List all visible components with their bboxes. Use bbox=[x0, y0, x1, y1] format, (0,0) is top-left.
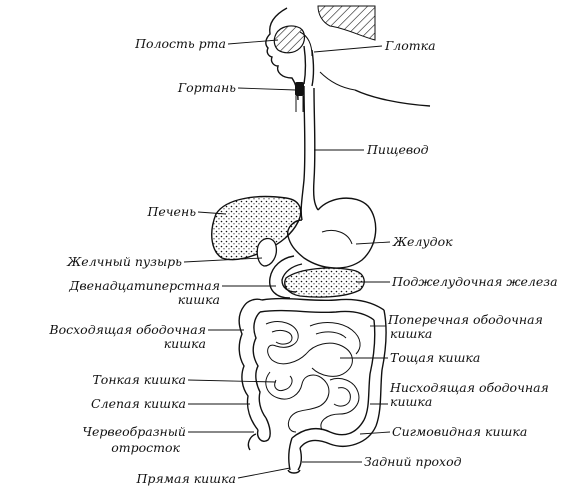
label-small-intestine: Тонкая кишка bbox=[92, 372, 186, 387]
small-intestine-coils bbox=[266, 322, 360, 432]
label-liver: Печень bbox=[146, 204, 196, 219]
cecum-appendix bbox=[248, 418, 270, 450]
label-rectum: Прямая кишка bbox=[135, 471, 236, 486]
label-gallbladder: Желчный пузырь bbox=[66, 254, 182, 269]
oral-cavity-shape bbox=[274, 26, 312, 56]
label-pancreas: Поджелудочная железа bbox=[391, 274, 558, 289]
pancreas-shape bbox=[285, 268, 364, 297]
liver-shape bbox=[212, 197, 301, 260]
label-transverse-colon-line1: Поперечная ободочная bbox=[387, 312, 543, 327]
label-sigmoid-colon: Сигмовидная кишка bbox=[392, 424, 527, 439]
esophagus-tube bbox=[301, 86, 318, 220]
skull-hatched-region bbox=[318, 6, 375, 40]
label-pharynx: Глотка bbox=[384, 38, 436, 53]
label-descending-colon-line2: кишка bbox=[390, 394, 432, 409]
label-anus: Задний проход bbox=[364, 454, 462, 469]
label-esophagus: Пищевод bbox=[366, 142, 429, 157]
larynx-shape bbox=[295, 82, 304, 112]
pharynx-tube bbox=[304, 46, 314, 86]
leader-lines bbox=[184, 40, 390, 478]
label-transverse-colon-line2: кишка bbox=[390, 326, 432, 341]
label-cecum: Слепая кишка bbox=[91, 396, 186, 411]
label-descending-colon-line1: Нисходящая ободочная bbox=[389, 380, 549, 395]
label-oral-cavity: Полость рта bbox=[134, 36, 226, 51]
label-appendix-line2: отросток bbox=[111, 440, 180, 455]
gallbladder-shape bbox=[257, 239, 276, 267]
label-duodenum-line1: Двенадцатиперстная bbox=[68, 278, 220, 293]
label-appendix-line1: Червеобразный bbox=[82, 424, 186, 439]
label-larynx: Гортань bbox=[177, 80, 236, 95]
label-ascending-colon-line2: кишка bbox=[164, 336, 206, 351]
label-jejunum: Тощая кишка bbox=[390, 350, 480, 365]
label-stomach: Желудок bbox=[392, 234, 453, 249]
label-ascending-colon-line1: Восходящая ободочная bbox=[48, 322, 206, 337]
label-duodenum-line2: кишка bbox=[178, 292, 220, 307]
